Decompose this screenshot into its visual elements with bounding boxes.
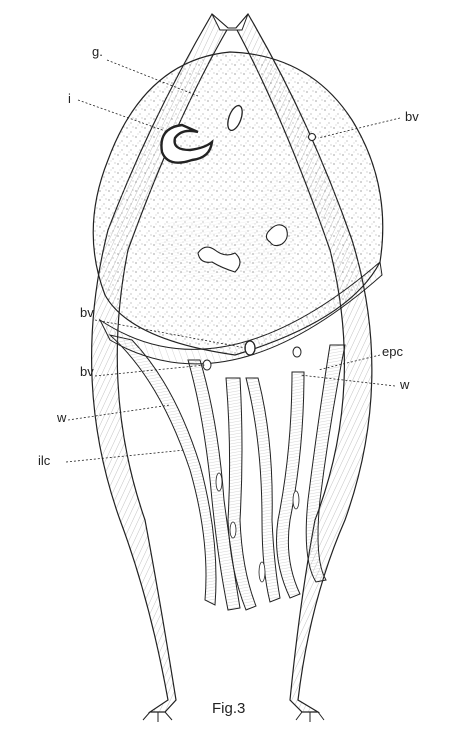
figure-caption: Fig.3 [212, 700, 245, 717]
label-w-right: w [400, 378, 409, 391]
label-bv-left2: bv [80, 365, 94, 378]
label-epc: epc [382, 345, 403, 358]
label-i: i [68, 92, 71, 105]
label-bv-top: bv [405, 110, 419, 123]
label-bv-left1: bv [80, 306, 94, 319]
label-ilc: ilc [38, 454, 50, 467]
label-g: g. [92, 45, 103, 58]
label-w-left: w [57, 411, 66, 424]
